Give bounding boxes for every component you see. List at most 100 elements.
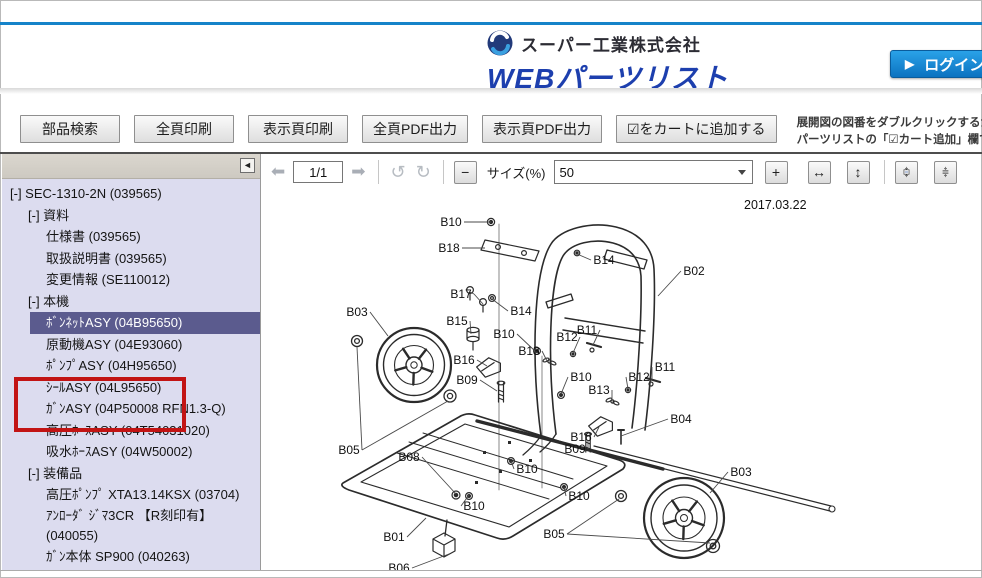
toolbar-button-0[interactable]: 部品検索: [20, 115, 120, 143]
part-label-B09[interactable]: B09: [456, 373, 478, 387]
tree-item[interactable]: 吸水ﾎｰｽASY (04W50002): [46, 444, 193, 459]
leader-line: [406, 517, 427, 538]
tree-item[interactable]: 高圧ﾎｰｽASY (04T54031020): [46, 422, 210, 438]
part-label-B18[interactable]: B18: [438, 241, 460, 255]
toolbar-button-3[interactable]: 全頁PDF出力: [362, 115, 468, 143]
part-label-B02[interactable]: B02: [683, 264, 705, 278]
part-label-B12[interactable]: B12: [556, 330, 578, 344]
tree-item[interactable]: [-] 資料: [28, 207, 70, 223]
rotate-ccw-button[interactable]: ↺: [390, 161, 406, 182]
leader-line: [473, 293, 484, 305]
leader-line: [516, 333, 536, 352]
part-label-B12[interactable]: B12: [628, 370, 650, 384]
part-label-B13[interactable]: B13: [588, 383, 610, 397]
part-label-B10[interactable]: B10: [493, 327, 515, 341]
leader-line: [625, 376, 629, 390]
part-label-B14[interactable]: B14: [510, 304, 532, 318]
login-label: ログイン: [924, 56, 982, 74]
leader-line: [576, 253, 592, 261]
toolbar-button-5[interactable]: ☑をカートに追加する: [616, 115, 777, 143]
part-label-B03[interactable]: B03: [346, 305, 368, 319]
tree-item[interactable]: 高圧ﾎﾟﾝﾌﾟ XTA13.14KSX (03704): [46, 487, 240, 502]
part-label-B08[interactable]: B08: [398, 450, 420, 464]
size-value: 50: [559, 164, 574, 180]
leader-line: [469, 291, 475, 295]
tree-item[interactable]: 原動機ASY (04E93060): [46, 336, 183, 352]
tree-item[interactable]: ｼｰﾙASY (04L95650): [46, 379, 162, 395]
company-name: スーパー工業株式会社: [521, 35, 701, 55]
part-label-B13[interactable]: B13: [518, 344, 540, 358]
size-select[interactable]: 50: [553, 160, 753, 184]
toolbar-separator: [883, 160, 885, 184]
leader-line: [369, 311, 389, 337]
tree-item[interactable]: ﾎﾟﾝﾌﾟASY (04H95650): [46, 358, 177, 373]
part-label-B10[interactable]: B10: [570, 370, 592, 384]
rotate-cw-button[interactable]: ↻: [415, 161, 431, 182]
tree-item[interactable]: 仕様書 (039565): [46, 229, 141, 244]
part-label-B06[interactable]: B06: [388, 561, 410, 575]
fit-width-button[interactable]: ↔: [807, 160, 831, 184]
part-label-B11[interactable]: B11: [577, 323, 598, 337]
leader-line: [566, 498, 620, 535]
zoom-out-button[interactable]: −: [453, 160, 477, 184]
tree-item[interactable]: 取扱説明書 (039565): [46, 250, 167, 266]
toolbar-button-4[interactable]: 表示頁PDF出力: [482, 115, 602, 143]
page-next-button[interactable]: ➡: [351, 162, 366, 181]
part-label-B15[interactable]: B15: [446, 314, 468, 328]
diagram-viewer: ⬅ 1/1 ➡ ↺ ↻ − サイズ(%) 50 + ↔ ↕: [261, 154, 981, 575]
tree-item[interactable]: [-] SEC-1310-2N (039565): [10, 186, 162, 201]
tree-item[interactable]: ﾎﾞﾝﾈｯﾄASY (04B95650): [30, 312, 260, 334]
tree-item[interactable]: ｶﾞﾝASY (04P50008 RFN1.3-Q): [46, 401, 226, 416]
leader-line: [541, 350, 548, 362]
zoom-in-button[interactable]: +: [764, 160, 788, 184]
part-label-B01[interactable]: B01: [383, 530, 405, 544]
page-prev-button[interactable]: ⬅: [271, 162, 286, 181]
leader-line: [560, 376, 569, 395]
part-label-B09[interactable]: B09: [564, 442, 586, 456]
part-label-B04[interactable]: B04: [670, 412, 692, 426]
fit-page-width-button[interactable]: [894, 160, 918, 184]
tree-item[interactable]: [-] 本機: [28, 293, 70, 309]
part-label-B17[interactable]: B17: [450, 287, 472, 301]
exploded-parts-diagram: B10B18B17B14B02B14B03B15B10B11B12B13B16B…: [338, 198, 836, 575]
leader-line: [510, 460, 515, 470]
tree-item[interactable]: ｶﾞﾝ本体 SP900 (040263): [46, 548, 190, 564]
part-label-B10[interactable]: B10: [516, 462, 538, 476]
toolbar-separator: [442, 160, 444, 184]
viewer-toolbar: ⬅ 1/1 ➡ ↺ ↻ − サイズ(%) 50 + ↔ ↕: [261, 154, 981, 190]
leader-line: [361, 400, 449, 451]
login-button[interactable]: ▶ ログイン: [890, 50, 982, 78]
part-label-B14[interactable]: B14: [593, 253, 615, 267]
leader-line: [566, 533, 711, 544]
parts-tree: [-] SEC-1310-2N (039565) [-] 資料仕様書 (03956…: [2, 179, 260, 567]
part-label-B10[interactable]: B10: [568, 489, 590, 503]
tree-item[interactable]: 変更情報 (SE110012): [46, 272, 171, 287]
tree-item[interactable]: [-] 装備品: [28, 465, 83, 481]
toolbar-separator: [377, 160, 379, 184]
part-label-B16[interactable]: B16: [453, 353, 475, 367]
part-label-B10[interactable]: B10: [463, 499, 485, 513]
leader-line: [421, 456, 457, 495]
sidebar-collapse-button[interactable]: ◄: [240, 158, 255, 173]
fit-page-height-button[interactable]: [933, 160, 957, 184]
part-label-B10[interactable]: B10: [440, 215, 462, 229]
page-indicator-input[interactable]: 1/1: [293, 161, 344, 183]
part-label-B16[interactable]: B16: [570, 430, 592, 444]
fit-height-button[interactable]: ↕: [846, 160, 870, 184]
toolbar-button-1[interactable]: 全頁印刷: [134, 115, 234, 143]
tree-item[interactable]: ｱﾝﾛｰﾀﾞ ｼﾞﾏ3CR 【R刻印有】 (040055): [46, 507, 213, 543]
leader-line: [709, 471, 729, 494]
part-label-B11[interactable]: B11: [655, 360, 676, 374]
part-label-B05[interactable]: B05: [543, 527, 565, 541]
play-triangle-icon: ▶: [905, 57, 915, 71]
part-label-B03[interactable]: B03: [730, 465, 752, 479]
logo-block: スーパー工業株式会社 WEBパーツリスト: [487, 30, 729, 97]
main-toolbar: 部品検索全頁印刷表示頁印刷全頁PDF出力表示頁PDF出力☑をカートに追加する 展…: [20, 115, 982, 149]
toolbar-button-2[interactable]: 表示頁印刷: [248, 115, 348, 143]
chevron-down-icon: [737, 170, 746, 175]
leader-line: [572, 336, 581, 354]
part-label-B05[interactable]: B05: [338, 443, 360, 457]
